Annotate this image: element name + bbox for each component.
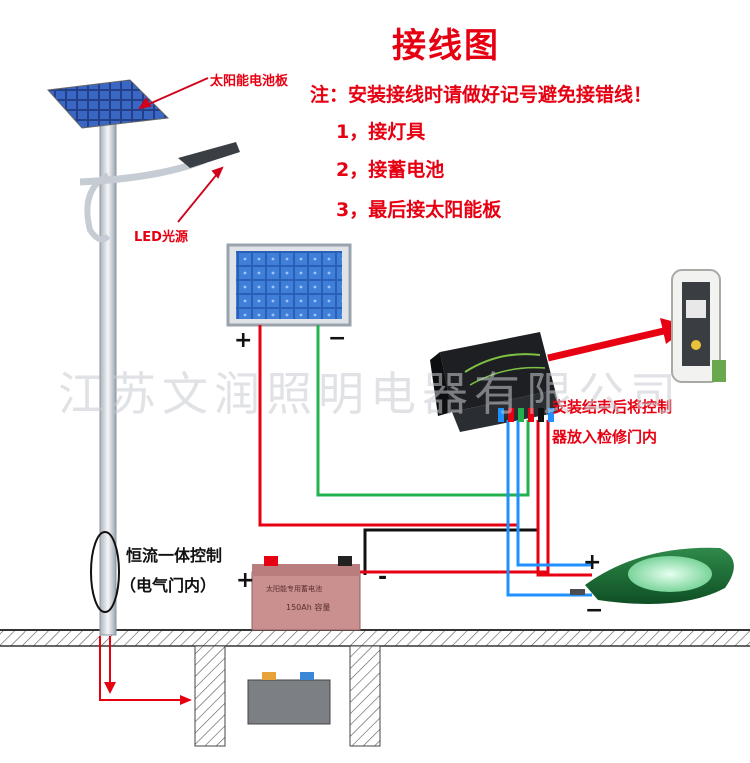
battery-minus-sign: - <box>378 565 388 590</box>
solar-panel-icon <box>226 243 352 327</box>
step-3: 3，最后接太阳能板 <box>336 199 502 221</box>
install-arrow <box>547 318 690 362</box>
lamp-minus-sign: − <box>585 598 604 623</box>
battery-icon <box>251 556 361 631</box>
solar-minus-sign: − <box>328 326 347 351</box>
underground-battery-icon <box>247 672 331 725</box>
lamp-plus-sign: + <box>583 550 602 575</box>
constant-current-label: 恒流一体控制 <box>126 546 223 565</box>
underground-pit-left <box>194 645 381 747</box>
inspection-door-icon <box>90 531 120 613</box>
step-1: 1，接灯具 <box>336 121 426 143</box>
step-2: 2，接蓄电池 <box>336 159 445 181</box>
pointer-arrows <box>138 77 224 223</box>
controller-note-line1: 安装结束后将控制 <box>552 398 673 416</box>
street-lamp-icon <box>46 79 240 636</box>
controller-icon <box>430 332 560 432</box>
wires <box>258 325 592 597</box>
cable-arrow-icon <box>180 695 192 705</box>
led-source-label: LED光源 <box>134 230 188 245</box>
company-watermark: 江苏文润照明电器有限公司 <box>58 367 682 421</box>
down-arrow-icon <box>104 682 116 694</box>
led-lamp-icon <box>570 547 734 604</box>
diagram-title: 接线图 <box>392 26 500 66</box>
controller-note-line2: 器放入检修门内 <box>552 428 658 446</box>
solar-panel-label: 太阳能电池板 <box>210 74 289 89</box>
inspection-door-box-icon <box>671 269 726 383</box>
controller-terminals <box>498 408 554 422</box>
battery-label: 太阳能专用蓄电池 <box>266 585 322 593</box>
electrical-door-label: （电气门内） <box>120 576 217 595</box>
solar-plus-sign: + <box>234 328 253 353</box>
battery-plus-sign: + <box>236 568 255 593</box>
underground-cable <box>99 636 190 701</box>
wiring-note: 注：安装接线时请做好记号避免接错线！ <box>310 84 653 106</box>
battery-capacity: 150Ah 容量 <box>286 603 331 612</box>
